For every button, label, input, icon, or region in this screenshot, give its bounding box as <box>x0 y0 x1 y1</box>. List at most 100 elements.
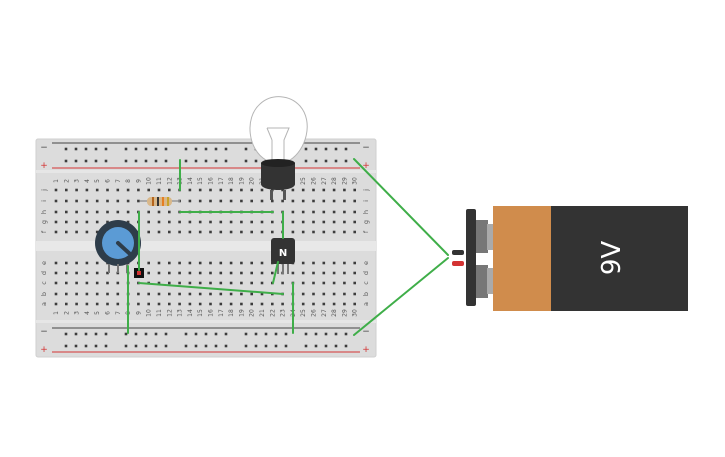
breadboard-hole[interactable] <box>291 210 295 214</box>
breadboard-hole[interactable] <box>168 292 171 296</box>
breadboard-hole[interactable] <box>147 188 150 192</box>
breadboard-hole[interactable] <box>260 199 264 203</box>
breadboard-hole[interactable] <box>75 220 78 224</box>
breadboard-hole[interactable] <box>312 188 315 192</box>
breadboard-hole[interactable] <box>322 199 326 203</box>
breadboard-hole[interactable] <box>147 302 150 306</box>
breadboard-hole[interactable] <box>240 292 243 296</box>
breadboard-hole[interactable] <box>332 292 336 296</box>
breadboard-hole[interactable] <box>271 199 274 203</box>
breadboard-hole[interactable] <box>168 271 171 275</box>
breadboard-hole[interactable] <box>54 220 58 224</box>
breadboard-hole[interactable] <box>164 344 168 348</box>
breadboard-hole[interactable] <box>322 281 326 285</box>
breadboard-hole[interactable] <box>188 230 192 234</box>
breadboard-hole[interactable] <box>301 230 305 234</box>
breadboard-hole[interactable] <box>343 199 346 203</box>
breadboard-hole[interactable] <box>353 261 356 265</box>
breadboard-hole[interactable] <box>219 292 223 296</box>
breadboard-hole[interactable] <box>157 220 161 224</box>
breadboard-hole[interactable] <box>147 210 150 214</box>
breadboard-hole[interactable] <box>301 271 305 275</box>
breadboard-hole[interactable] <box>240 271 243 275</box>
breadboard-hole[interactable] <box>84 147 88 151</box>
breadboard-hole[interactable] <box>204 344 208 348</box>
breadboard-hole[interactable] <box>116 199 120 203</box>
breadboard-hole[interactable] <box>353 210 356 214</box>
breadboard-hole[interactable] <box>271 230 274 234</box>
breadboard-hole[interactable] <box>209 230 212 234</box>
breadboard-hole[interactable] <box>157 261 161 265</box>
breadboard-hole[interactable] <box>85 230 89 234</box>
breadboard-hole[interactable] <box>314 332 318 336</box>
breadboard-hole[interactable] <box>154 147 158 151</box>
breadboard-hole[interactable] <box>260 302 264 306</box>
breadboard-hole[interactable] <box>126 210 130 214</box>
breadboard-hole[interactable] <box>229 271 233 275</box>
breadboard-hole[interactable] <box>209 281 212 285</box>
breadboard-hole[interactable] <box>281 199 284 203</box>
breadboard-hole[interactable] <box>250 188 253 192</box>
breadboard-hole[interactable] <box>198 188 202 192</box>
breadboard-hole[interactable] <box>157 302 161 306</box>
breadboard-hole[interactable] <box>95 230 99 234</box>
breadboard-hole[interactable] <box>134 332 138 336</box>
breadboard-hole[interactable] <box>343 271 346 275</box>
breadboard-hole[interactable] <box>75 292 78 296</box>
breadboard-hole[interactable] <box>124 159 128 163</box>
breadboard-hole[interactable] <box>343 261 346 265</box>
breadboard-hole[interactable] <box>194 344 198 348</box>
breadboard-hole[interactable] <box>116 210 120 214</box>
breadboard-hole[interactable] <box>332 210 336 214</box>
breadboard-hole[interactable] <box>250 281 253 285</box>
breadboard-hole[interactable] <box>322 271 326 275</box>
breadboard-hole[interactable] <box>260 271 264 275</box>
breadboard-hole[interactable] <box>157 230 161 234</box>
breadboard-hole[interactable] <box>85 220 89 224</box>
breadboard-hole[interactable] <box>137 199 140 203</box>
breadboard-hole[interactable] <box>75 261 78 265</box>
breadboard-hole[interactable] <box>229 292 233 296</box>
breadboard-hole[interactable] <box>332 220 336 224</box>
breadboard-hole[interactable] <box>353 220 356 224</box>
breadboard-hole[interactable] <box>204 332 208 336</box>
breadboard-hole[interactable] <box>224 159 228 163</box>
breadboard-hole[interactable] <box>301 188 305 192</box>
breadboard-hole[interactable] <box>304 344 308 348</box>
breadboard-hole[interactable] <box>94 159 98 163</box>
breadboard-hole[interactable] <box>264 344 268 348</box>
breadboard-hole[interactable] <box>312 281 315 285</box>
breadboard-hole[interactable] <box>74 344 78 348</box>
breadboard-hole[interactable] <box>144 159 148 163</box>
breadboard-hole[interactable] <box>260 261 264 265</box>
breadboard-hole[interactable] <box>85 188 89 192</box>
breadboard-hole[interactable] <box>106 210 109 214</box>
breadboard-hole[interactable] <box>95 271 99 275</box>
breadboard-hole[interactable] <box>154 344 158 348</box>
breadboard-hole[interactable] <box>229 302 233 306</box>
potentiometer-icon[interactable] <box>95 220 141 273</box>
breadboard-hole[interactable] <box>334 147 338 151</box>
breadboard-hole[interactable] <box>198 302 202 306</box>
breadboard-hole[interactable] <box>312 220 315 224</box>
breadboard-hole[interactable] <box>224 332 228 336</box>
breadboard-hole[interactable] <box>157 281 161 285</box>
breadboard-hole[interactable] <box>75 199 78 203</box>
breadboard-hole[interactable] <box>95 281 99 285</box>
breadboard-hole[interactable] <box>244 332 248 336</box>
breadboard-hole[interactable] <box>322 292 326 296</box>
breadboard-hole[interactable] <box>65 220 68 224</box>
breadboard-hole[interactable] <box>75 271 78 275</box>
breadboard-hole[interactable] <box>104 344 108 348</box>
breadboard-hole[interactable] <box>54 210 58 214</box>
breadboard-hole[interactable] <box>344 147 348 151</box>
breadboard-hole[interactable] <box>291 271 295 275</box>
breadboard-hole[interactable] <box>322 302 326 306</box>
breadboard-hole[interactable] <box>198 292 202 296</box>
breadboard-hole[interactable] <box>164 332 168 336</box>
breadboard-hole[interactable] <box>353 188 356 192</box>
breadboard-hole[interactable] <box>314 159 318 163</box>
breadboard-hole[interactable] <box>85 292 89 296</box>
breadboard-hole[interactable] <box>219 230 223 234</box>
breadboard-hole[interactable] <box>116 302 120 306</box>
